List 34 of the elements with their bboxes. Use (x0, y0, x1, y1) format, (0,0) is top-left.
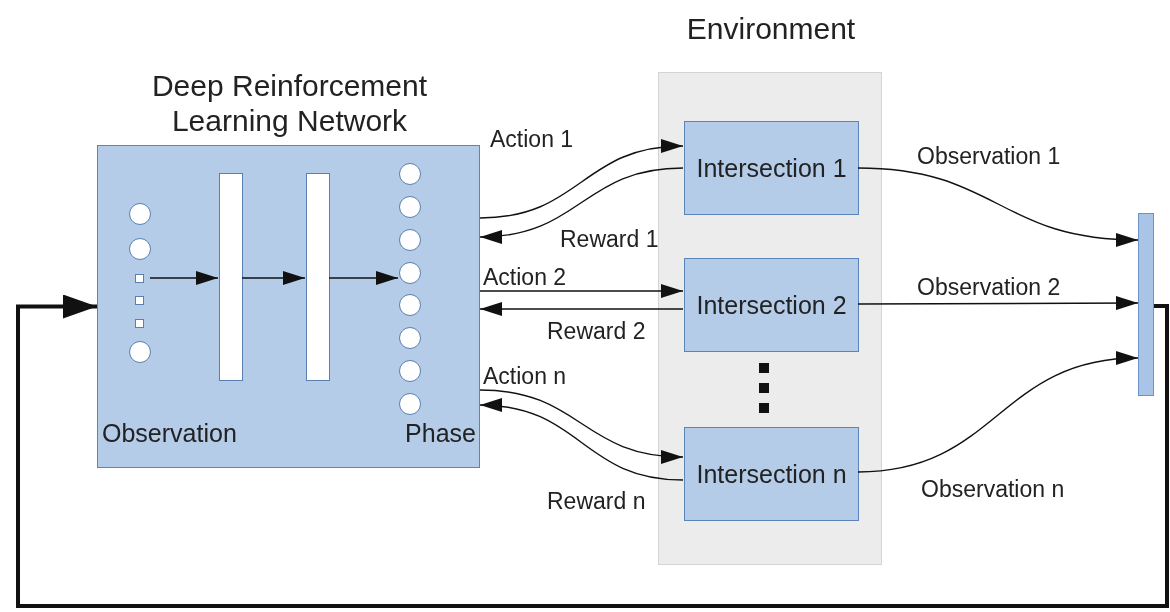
neuron-column (399, 163, 421, 415)
edge-label: Observation n (921, 475, 1065, 503)
network-title: Deep Reinforcement Learning Network (150, 68, 429, 138)
arrow (479, 284, 684, 298)
arrow (479, 399, 684, 481)
edge-label: Reward n (547, 487, 646, 515)
hidden-layer-bar (306, 173, 330, 381)
arrow (857, 352, 1139, 473)
arrow (149, 271, 219, 285)
edge-label: Action 1 (490, 125, 574, 153)
input-layer-label: Observation (102, 418, 238, 448)
intersection-box: Intersection 2 (684, 258, 859, 352)
arrow (479, 167, 684, 243)
environment-title: Environment (685, 11, 857, 47)
arrow (479, 302, 684, 316)
intersection-box: Intersection 1 (684, 121, 859, 215)
aggregator-bar (1138, 213, 1154, 396)
arrow (857, 296, 1139, 311)
arrow (857, 167, 1139, 247)
arrow (328, 271, 399, 285)
feedback-arrow (16, 294, 1169, 608)
edge-label: Action n (483, 362, 567, 390)
edge-label: Reward 1 (560, 225, 659, 253)
edge-label: Action 2 (483, 263, 567, 291)
arrow (479, 140, 684, 219)
hidden-layer-bar (219, 173, 243, 381)
arrow (479, 389, 684, 463)
arrow (241, 271, 306, 285)
edge-label: Observation 1 (917, 142, 1061, 170)
neuron-column (128, 203, 151, 363)
intersection-box: Intersection n (684, 427, 859, 521)
edge-label: Observation 2 (917, 273, 1061, 301)
edge-label: Reward 2 (547, 317, 646, 345)
output-layer-label: Phase (404, 418, 476, 448)
